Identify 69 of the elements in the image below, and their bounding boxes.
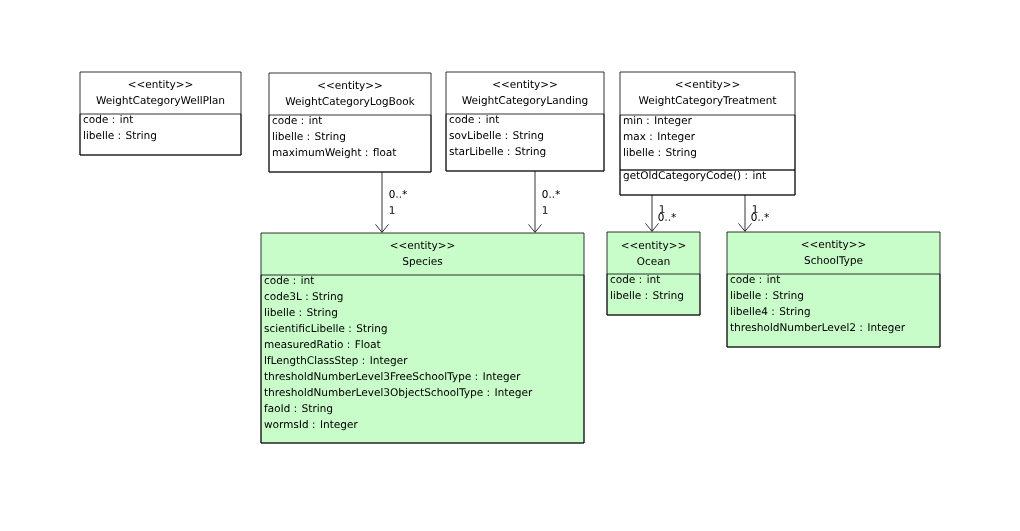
stereotype-label: <<entity>> [493, 79, 557, 91]
arrow [738, 194, 752, 232]
multiplicity-label: 1 [542, 206, 548, 214]
stereotype-label: <<entity>> [390, 240, 455, 252]
attribute-text: lfLengthClassStep : Integer [265, 356, 408, 367]
attribute-compartment [260, 274, 585, 444]
stereotype-label: <<entity>> [318, 80, 382, 92]
arrow [645, 194, 659, 232]
class-box [606, 231, 701, 316]
attribute-text: min : Integer [623, 116, 692, 127]
attribute-text: code : int [610, 275, 661, 284]
attribute-text: libelle : String [624, 148, 696, 159]
attribute-text: libelle : String [731, 291, 803, 302]
arrow [528, 170, 542, 233]
attribute-text: max : Integer [623, 132, 695, 143]
class-box [726, 231, 941, 348]
attribute-text: libelle : String [273, 132, 345, 143]
operation-text: getOldCategoryCode() : int [623, 171, 766, 182]
stereotype-label: <<entity>> [675, 79, 740, 91]
multiplicity-label: 0..* [389, 190, 407, 198]
attribute-compartment [79, 113, 242, 156]
attribute-text: measuredRatio : Float [264, 340, 381, 349]
class-box [445, 71, 605, 172]
multiplicity-label: 0..* [658, 213, 676, 221]
attribute-compartment [268, 114, 432, 173]
attribute-compartment [606, 273, 701, 316]
class-name: Ocean [637, 257, 670, 266]
class-name: Species [403, 256, 443, 268]
multiplicity-label: 1 [752, 205, 758, 213]
attribute-compartment [726, 273, 941, 348]
attribute-text: maximumWeight : float [272, 148, 397, 159]
class-name: SchoolType [804, 255, 863, 267]
class-box [260, 232, 585, 444]
stereotype-label: <<entity>> [801, 239, 866, 251]
class-box [268, 72, 432, 173]
multiplicity-label: 0..* [751, 213, 769, 221]
attribute-text: scientificLibelle : String [264, 324, 387, 335]
attribute-text: thresholdNumberLevel3ObjectSchoolType : Integer [264, 388, 533, 399]
class-name: WeightCategoryLanding [462, 95, 588, 107]
attribute-text: code : int [264, 276, 315, 285]
multiplicity-label: 1 [389, 206, 395, 214]
attribute-text: libelle : String [265, 308, 337, 319]
attribute-text: code : int [83, 115, 134, 124]
attribute-compartment [445, 113, 605, 172]
stereotype-label: <<entity>> [128, 79, 193, 91]
class-box [619, 71, 796, 196]
attribute-text: starLibelle : String [449, 147, 546, 158]
class-name: WeightCategoryTreatment [638, 95, 777, 107]
attribute-text: faoId : String [264, 404, 333, 415]
attribute-text: code : int [449, 115, 500, 124]
attribute-text: code3L : String [264, 292, 343, 303]
operation-compartment [619, 169, 796, 196]
attribute-text: code : int [730, 275, 781, 284]
multiplicity-label: 1 [659, 205, 665, 213]
attribute-text: libelle4 : String [731, 307, 810, 318]
stereotype-label: <<entity>> [621, 240, 686, 252]
attribute-text: libelle : String [84, 131, 156, 142]
attribute-text: thresholdNumberLevel3FreeSchoolType : Integer [264, 372, 521, 383]
attribute-text: sovLibelle : String [449, 131, 543, 142]
multiplicity-label: 0..* [542, 190, 560, 198]
attribute-compartment [619, 114, 796, 171]
class-box [79, 71, 242, 156]
arrow [375, 171, 389, 233]
attribute-text: thresholdNumberLevel2 : Integer [730, 323, 906, 334]
class-name: WeightCategoryLogBook [285, 96, 415, 108]
attribute-text: wormsId : Integer [264, 420, 358, 431]
attribute-text: libelle : String [611, 291, 683, 302]
attribute-text: code : int [272, 116, 323, 125]
class-name: WeightCategoryWellPlan [96, 95, 225, 107]
